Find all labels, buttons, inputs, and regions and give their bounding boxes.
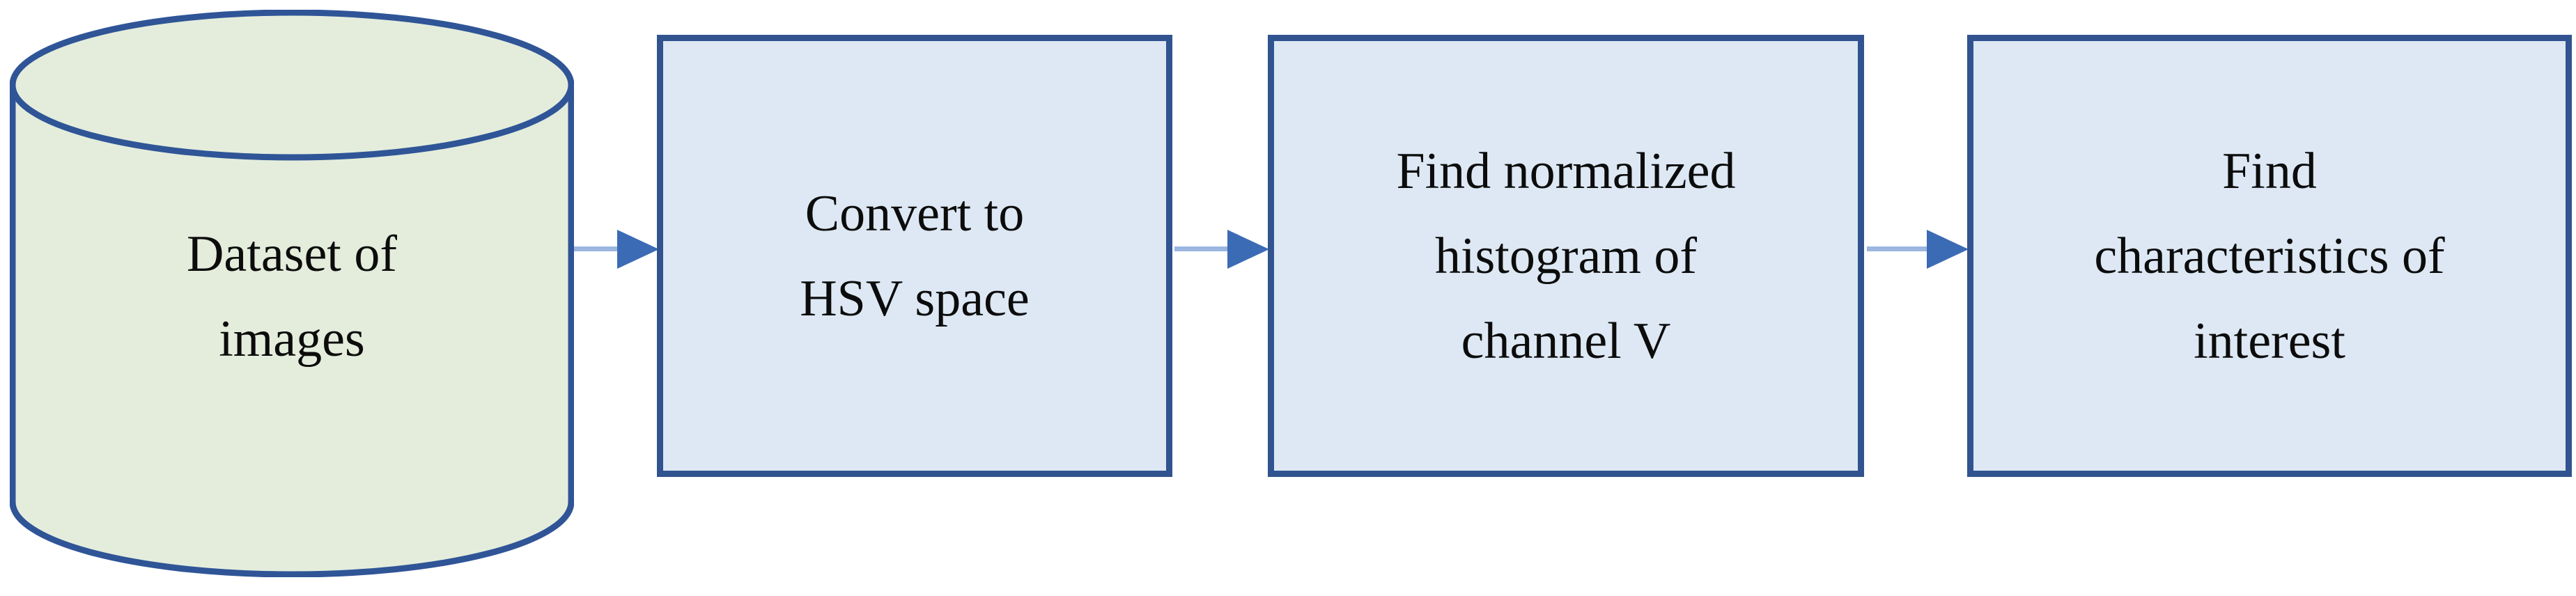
arrow-head-icon: [1927, 230, 1969, 269]
node-features-label: Find characteristics of interest: [2094, 142, 2445, 370]
arrow-head-icon: [617, 230, 659, 269]
arrow-convert-to-histogram: [1174, 230, 1269, 269]
node-histogram-label: Find normalized histogram of channel V: [1396, 142, 1736, 370]
node-features-box[interactable]: Find characteristics of interest: [1967, 35, 2572, 477]
node-histogram-box[interactable]: Find normalized histogram of channel V: [1268, 35, 1864, 477]
arrow-shaft: [574, 246, 624, 251]
node-convert-box[interactable]: Convert to HSV space: [657, 35, 1172, 477]
cylinder-shape: [10, 10, 574, 577]
arrow-head-icon: [1227, 230, 1269, 269]
arrow-histogram-to-features: [1867, 230, 1969, 269]
node-convert-label: Convert to HSV space: [800, 185, 1030, 327]
arrow-shaft: [1174, 246, 1234, 251]
node-dataset-cylinder[interactable]: Dataset of images: [10, 10, 574, 577]
arrow-dataset-to-convert: [574, 230, 659, 269]
arrow-shaft: [1867, 246, 1934, 251]
